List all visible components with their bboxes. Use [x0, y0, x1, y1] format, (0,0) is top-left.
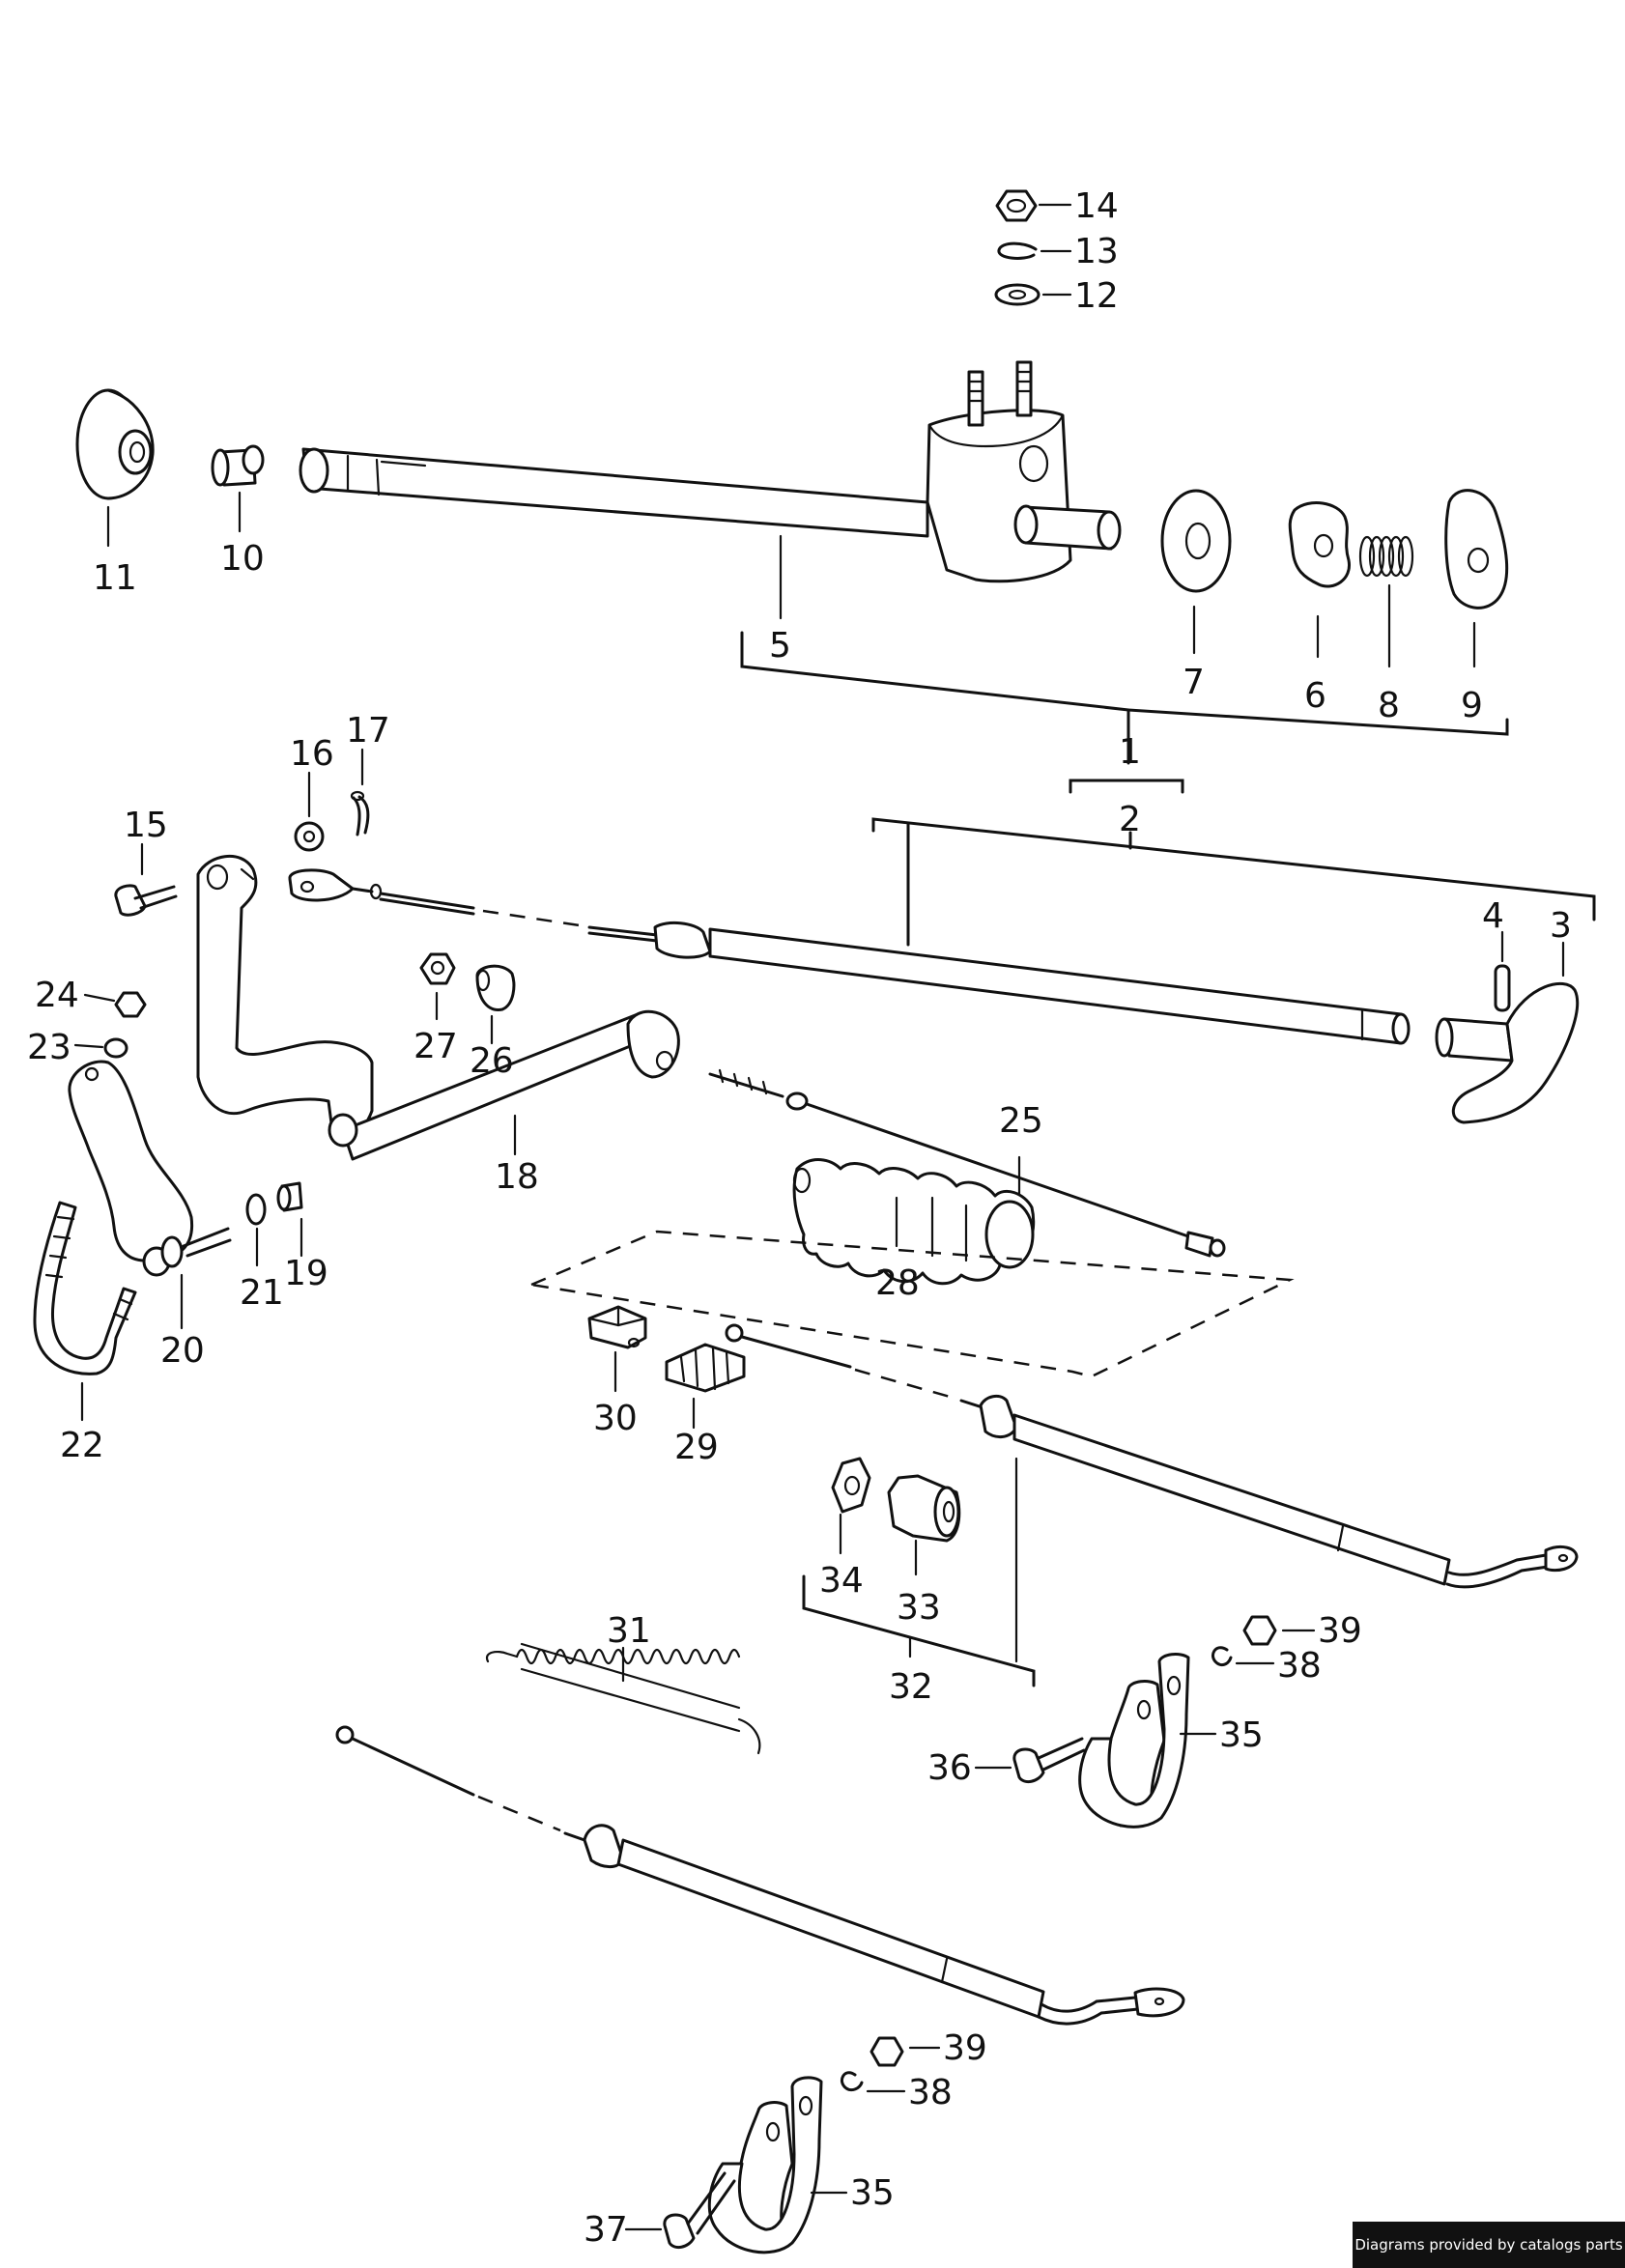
- handbrake-lever-arm[interactable]: [196, 854, 680, 1161]
- part-36-bolt[interactable]: [974, 1737, 1086, 1784]
- callout-32: 32: [889, 1667, 933, 1707]
- callout-34: 34: [819, 1561, 864, 1601]
- part-37-bolt[interactable]: [624, 2171, 736, 2250]
- part-30-cable-bracket[interactable]: [587, 1305, 647, 1393]
- bracket-assembly-2: [871, 779, 1596, 947]
- part-26-cap-nut[interactable]: [475, 964, 516, 1045]
- handbrake-cable-lower[interactable]: [335, 1725, 1185, 2026]
- callout-19: 19: [284, 1254, 328, 1293]
- callout-28: 28: [875, 1263, 920, 1303]
- callout-35-lower: 35: [850, 2173, 895, 2213]
- part-9-detent-plate[interactable]: [1444, 489, 1509, 668]
- part-32-cable-assembly[interactable]: [725, 1323, 1579, 1687]
- part-12-washer[interactable]: [994, 283, 1072, 306]
- part-23-lock-washer[interactable]: [73, 1037, 128, 1059]
- callout-18: 18: [495, 1157, 539, 1197]
- callout-4: 4: [1482, 896, 1504, 936]
- part-29-cable-clamp[interactable]: [665, 1343, 746, 1430]
- callout-labels: 14 13 12 11 10 5 7 6 8 9 1 2 16 17 15 4 …: [27, 186, 1572, 2250]
- callout-23: 23: [27, 1028, 71, 1067]
- part-34-nut[interactable]: [831, 1457, 871, 1555]
- part-31-return-spring[interactable]: [485, 1642, 761, 1755]
- callout-9: 9: [1461, 686, 1483, 725]
- part-21-washer[interactable]: [245, 1193, 267, 1267]
- callout-2: 2: [1119, 800, 1141, 839]
- part-25-inner-cable[interactable]: [708, 1068, 1226, 1258]
- callout-27: 27: [413, 1027, 458, 1066]
- callout-8: 8: [1378, 686, 1400, 725]
- callout-1: 1: [1119, 732, 1141, 772]
- part-38-washer-upper[interactable]: [1212, 1646, 1275, 1667]
- callout-21: 21: [240, 1273, 284, 1313]
- callout-38-lower: 38: [908, 2073, 953, 2112]
- callout-39-lower: 39: [943, 2028, 987, 2068]
- part-11-rubber-cup[interactable]: [75, 388, 155, 548]
- callout-14: 14: [1074, 186, 1119, 226]
- part-20-ratchet-bracket[interactable]: [68, 1060, 232, 1330]
- part-17-cotter-pin[interactable]: [350, 748, 370, 836]
- part-24-nut[interactable]: [83, 991, 147, 1018]
- part-15-bolt[interactable]: [114, 842, 178, 917]
- callout-36: 36: [927, 1748, 972, 1788]
- callout-17: 17: [346, 711, 390, 751]
- callout-25: 25: [999, 1101, 1043, 1141]
- callout-24: 24: [35, 976, 79, 1015]
- part-5-lever-housing[interactable]: [299, 360, 1122, 620]
- callout-10: 10: [220, 539, 265, 579]
- part-10-bushing[interactable]: [211, 444, 265, 533]
- part-19-bushing[interactable]: [276, 1181, 303, 1258]
- callout-39-upper: 39: [1318, 1611, 1362, 1651]
- part-39-nut-upper[interactable]: [1242, 1615, 1316, 1646]
- part-8-spring[interactable]: [1358, 535, 1414, 668]
- callout-30: 30: [593, 1399, 638, 1438]
- callout-26: 26: [470, 1041, 514, 1081]
- part-35-clamp-upper[interactable]: [1078, 1653, 1217, 1829]
- callout-16: 16: [290, 734, 334, 774]
- callout-5: 5: [769, 626, 791, 666]
- callout-12: 12: [1074, 276, 1119, 316]
- callout-6: 6: [1304, 676, 1326, 716]
- part-33-sleeve-nut[interactable]: [887, 1474, 961, 1576]
- callout-38-upper: 38: [1277, 1646, 1322, 1686]
- callout-15: 15: [124, 806, 168, 845]
- bracket-assembly-1: [740, 631, 1509, 765]
- part-22-spring-clip[interactable]: [33, 1201, 137, 1422]
- callout-35-upper: 35: [1219, 1715, 1264, 1755]
- handbrake-cable-upper[interactable]: [288, 868, 1411, 1045]
- part-35-clamp-lower[interactable]: [707, 2076, 848, 2254]
- dashed-assembly-outline: [530, 1230, 1295, 1378]
- callout-20: 20: [160, 1331, 205, 1371]
- part-38-washer-lower[interactable]: [841, 2071, 906, 2093]
- callout-37: 37: [584, 2210, 628, 2250]
- callout-33: 33: [897, 1588, 941, 1628]
- part-7-washer[interactable]: [1160, 489, 1232, 655]
- callout-22: 22: [60, 1426, 104, 1465]
- part-3-release-button[interactable]: [1435, 941, 1580, 1124]
- callout-3: 3: [1550, 906, 1572, 946]
- callout-13: 13: [1074, 232, 1119, 271]
- part-27-nut[interactable]: [419, 952, 456, 1021]
- footer-credit: Diagrams provided by catalogs parts: [1353, 2222, 1625, 2268]
- part-16-washer[interactable]: [294, 771, 325, 852]
- part-39-nut-lower[interactable]: [870, 2036, 941, 2067]
- callout-7: 7: [1183, 663, 1205, 702]
- part-6-pawl[interactable]: [1288, 501, 1351, 659]
- part-4-pin[interactable]: [1494, 930, 1511, 1012]
- callout-29: 29: [674, 1428, 719, 1467]
- callout-31: 31: [607, 1611, 651, 1651]
- part-28-rubber-boot[interactable]: [792, 1158, 1036, 1286]
- callout-11: 11: [93, 558, 137, 598]
- part-13-lock-washer[interactable]: [997, 241, 1072, 260]
- part-14-nut[interactable]: [995, 189, 1072, 222]
